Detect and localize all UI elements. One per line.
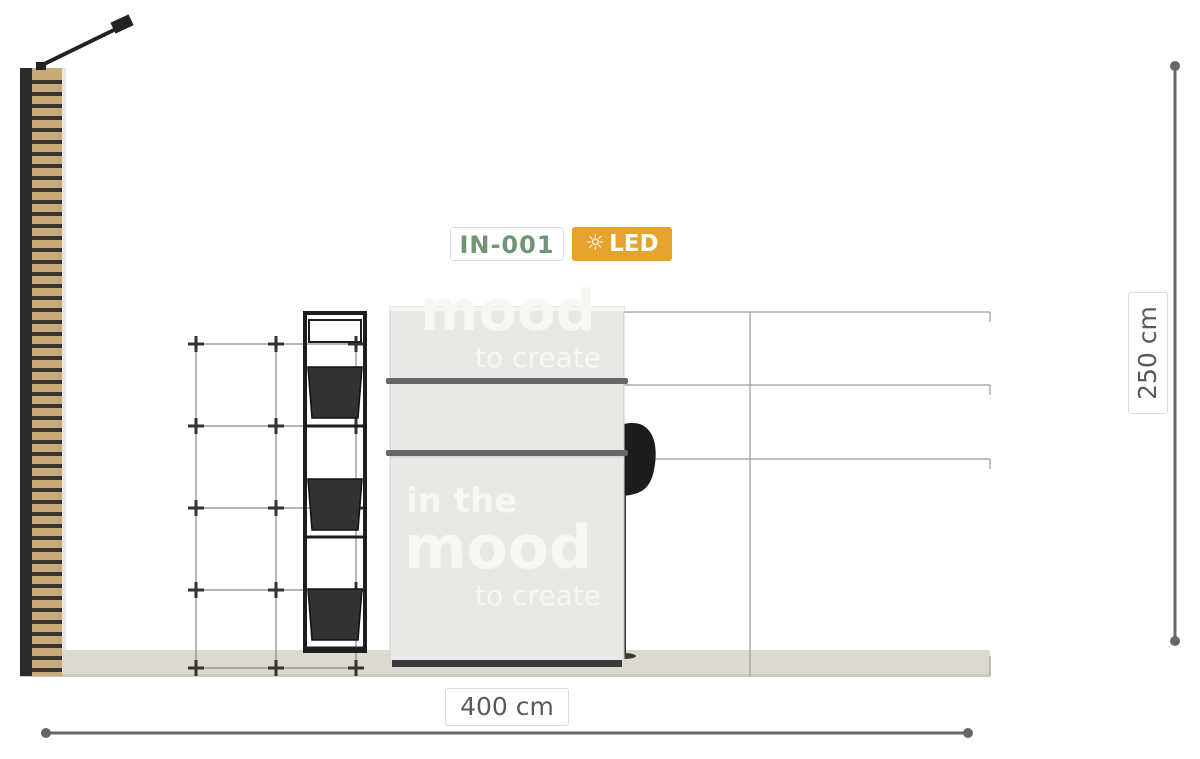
slat-groove bbox=[32, 200, 62, 204]
slat-groove bbox=[32, 476, 62, 480]
width-dimension-line bbox=[41, 728, 973, 738]
slat-groove bbox=[32, 284, 62, 288]
counter-graphic-top-line1: mood bbox=[420, 279, 595, 344]
slat-groove bbox=[32, 620, 62, 624]
counter-graphic-bottom-line1: in the bbox=[406, 481, 517, 521]
slat-groove bbox=[32, 188, 62, 192]
counter-graphic-top-line2: to create bbox=[475, 341, 601, 374]
cube-connector bbox=[188, 660, 204, 676]
slat-groove bbox=[32, 320, 62, 324]
cube-connector bbox=[268, 418, 284, 434]
slat-groove bbox=[32, 452, 62, 456]
width-dimension-label: 400 cm bbox=[445, 688, 569, 726]
slat-groove bbox=[32, 92, 62, 96]
slat-groove bbox=[32, 212, 62, 216]
cube-connector bbox=[348, 336, 364, 352]
height-dimension-text: 250 cm bbox=[1133, 306, 1162, 400]
cube-connector bbox=[348, 660, 364, 676]
led-badge: ☼ LED bbox=[572, 227, 672, 261]
slat-groove bbox=[32, 272, 62, 276]
slat-groove bbox=[32, 440, 62, 444]
slat-groove bbox=[32, 572, 62, 576]
black-shelf-tower bbox=[303, 311, 367, 653]
slat-groove bbox=[32, 668, 62, 672]
slat-groove bbox=[32, 344, 62, 348]
sun-icon: ☼ bbox=[585, 231, 606, 256]
slat-groove bbox=[32, 104, 62, 108]
slat-groove bbox=[32, 296, 62, 300]
cube-connector bbox=[268, 582, 284, 598]
cube-connector bbox=[268, 660, 284, 676]
slat-groove bbox=[32, 356, 62, 360]
slat-groove bbox=[32, 548, 62, 552]
cube-connector bbox=[188, 336, 204, 352]
slat-groove bbox=[32, 632, 62, 636]
product-code-badge: IN-001 bbox=[450, 227, 564, 261]
slat-groove bbox=[32, 524, 62, 528]
slat-groove bbox=[32, 644, 62, 648]
slat-groove bbox=[32, 464, 62, 468]
slat-groove bbox=[32, 332, 62, 336]
slat-groove bbox=[32, 596, 62, 600]
slat-groove bbox=[32, 260, 62, 264]
slat-groove bbox=[32, 368, 62, 372]
slat-groove bbox=[32, 608, 62, 612]
slat-groove bbox=[32, 428, 62, 432]
spot-light bbox=[36, 14, 134, 70]
cube-connector bbox=[188, 418, 204, 434]
slat-groove bbox=[32, 536, 62, 540]
slat-groove bbox=[32, 308, 62, 312]
slat-groove bbox=[32, 380, 62, 384]
slat-wall bbox=[20, 68, 66, 676]
slat-groove bbox=[32, 176, 62, 180]
slat-groove bbox=[32, 416, 62, 420]
slat-groove bbox=[32, 224, 62, 228]
slat-groove bbox=[32, 236, 62, 240]
slat-groove bbox=[32, 128, 62, 132]
slat-groove bbox=[32, 116, 62, 120]
counter-graphic-bottom-line2: mood bbox=[404, 513, 592, 583]
floor-edge bbox=[20, 674, 990, 677]
height-dimension-label: 250 cm bbox=[1128, 292, 1168, 414]
slat-groove bbox=[32, 560, 62, 564]
slat-groove bbox=[32, 164, 62, 168]
cube-connector bbox=[188, 582, 204, 598]
slat-groove bbox=[32, 152, 62, 156]
led-label: LED bbox=[609, 231, 659, 257]
counter-graphic-bottom-line3: to create bbox=[475, 579, 601, 612]
cube-connector bbox=[188, 500, 204, 516]
cube-connector bbox=[268, 336, 284, 352]
slat-groove bbox=[32, 404, 62, 408]
slat-groove bbox=[32, 392, 62, 396]
slat-groove bbox=[32, 584, 62, 588]
slat-groove bbox=[32, 500, 62, 504]
display-counter: mood to create in the mood to create bbox=[386, 279, 628, 667]
slat-groove bbox=[32, 140, 62, 144]
slat-groove bbox=[32, 512, 62, 516]
height-dimension-line bbox=[1170, 61, 1180, 646]
slat-groove bbox=[32, 248, 62, 252]
cube-connector bbox=[268, 500, 284, 516]
slat-groove bbox=[32, 80, 62, 84]
slat-groove bbox=[32, 656, 62, 660]
slat-groove bbox=[32, 488, 62, 492]
